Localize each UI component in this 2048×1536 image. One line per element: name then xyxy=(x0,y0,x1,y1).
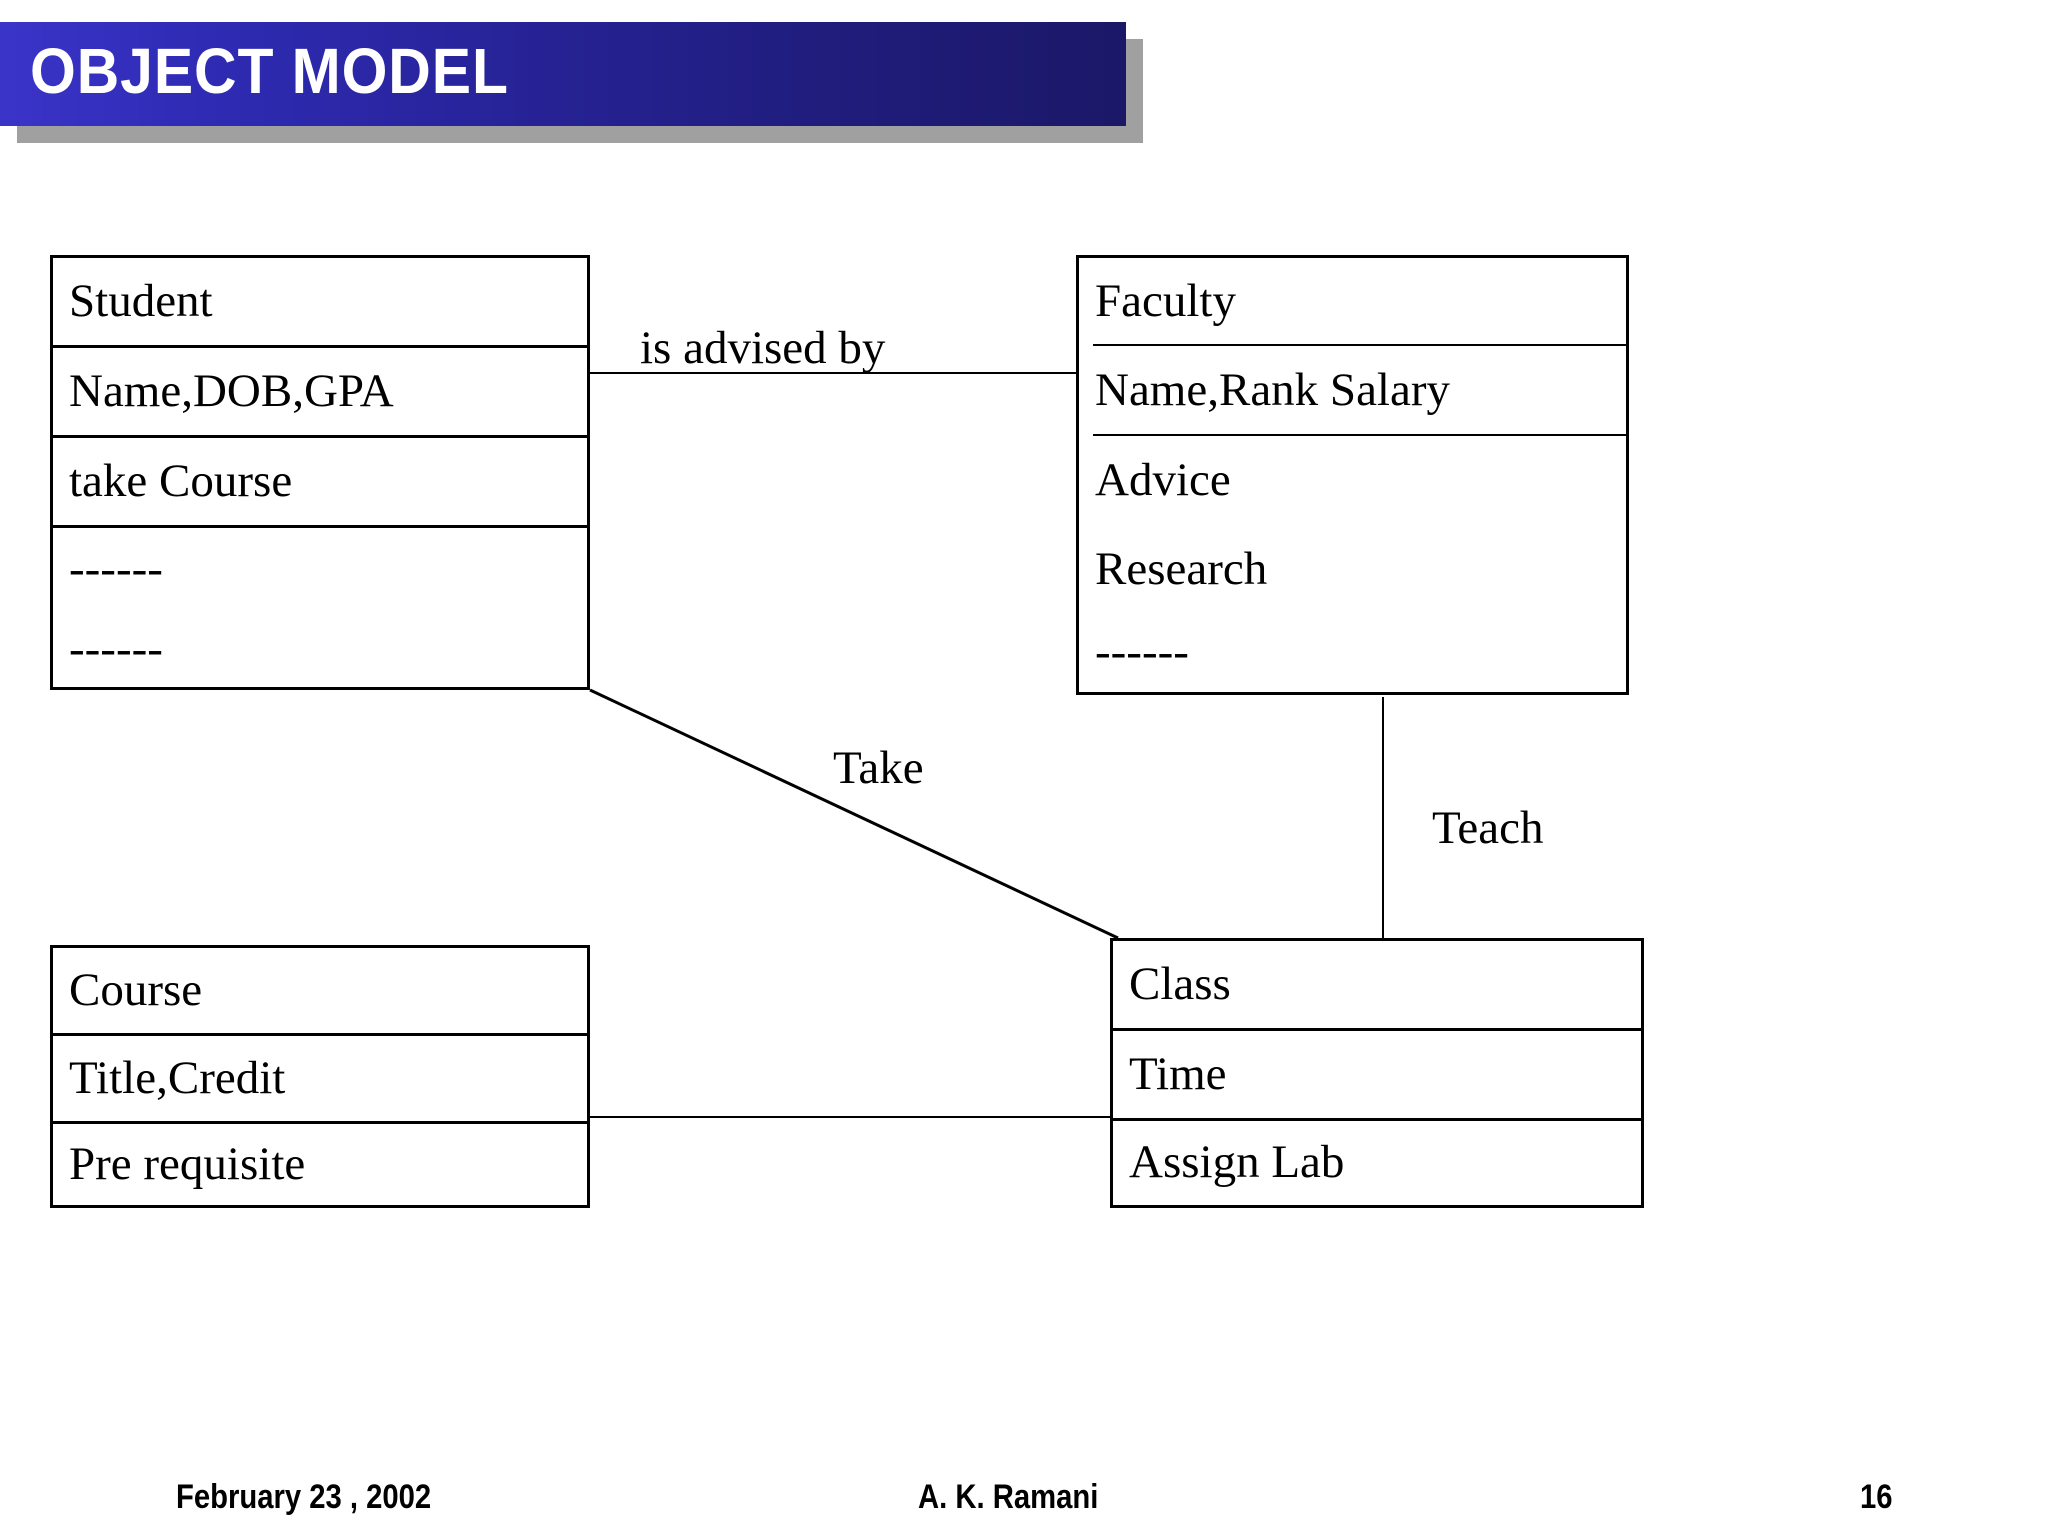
class-name-faculty: Faculty xyxy=(1079,258,1626,346)
connector-course-class xyxy=(590,1116,1112,1118)
class-attributes-course: Title,Credit xyxy=(53,1036,587,1124)
class-placeholder-student-1: ------ xyxy=(69,543,163,596)
class-name-student: Student xyxy=(53,258,587,348)
class-box-course[interactable]: Course Title,Credit Pre requisite xyxy=(50,945,590,1208)
footer-date: February 23 , 2002 xyxy=(176,1478,432,1516)
relationship-label-advised-by: is advised by xyxy=(640,322,886,374)
class-attributes-class: Time xyxy=(1113,1031,1641,1121)
class-operation-faculty-research: Research xyxy=(1095,543,1268,596)
relationship-label-take: Take xyxy=(833,742,924,794)
class-operations-course: Pre requisite xyxy=(69,1137,306,1190)
footer-author: A. K. Ramani xyxy=(918,1478,1099,1516)
class-operations-student: take Course xyxy=(53,438,587,528)
class-placeholder-faculty: ------ xyxy=(1095,626,1189,679)
connector-faculty-class xyxy=(1382,697,1384,938)
relationship-label-teach: Teach xyxy=(1432,802,1544,854)
page-title: OBJECT MODEL xyxy=(30,35,509,107)
class-placeholder-student-2: ------ xyxy=(69,622,163,675)
class-box-student[interactable]: Student Name,DOB,GPA take Course ------ … xyxy=(50,255,590,690)
class-attributes-faculty: Name,Rank Salary xyxy=(1079,346,1626,436)
connector-student-faculty xyxy=(590,372,1076,374)
title-banner xyxy=(0,22,1126,126)
class-box-faculty[interactable]: Faculty Name,Rank Salary Advice Research… xyxy=(1076,255,1629,695)
footer-page-number: 16 xyxy=(1860,1478,1893,1516)
class-box-class[interactable]: Class Time Assign Lab xyxy=(1110,938,1644,1208)
class-name-class: Class xyxy=(1113,941,1641,1031)
class-operation-faculty-advice: Advice xyxy=(1095,454,1231,507)
class-attributes-student: Name,DOB,GPA xyxy=(53,348,587,438)
class-name-course: Course xyxy=(53,948,587,1036)
class-operations-class: Assign Lab xyxy=(1129,1136,1345,1189)
